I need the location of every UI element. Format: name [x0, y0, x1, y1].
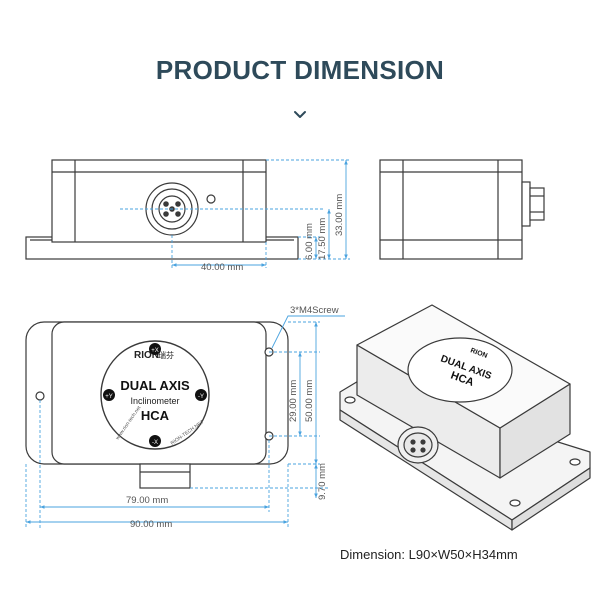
dim-screw: 3*M4Screw — [290, 305, 339, 316]
label-disc — [100, 340, 210, 450]
front-view — [25, 159, 299, 260]
label-brand: RION — [134, 350, 159, 361]
dim-front-h1: 6.00 mm — [304, 223, 315, 260]
dimension-caption: Dimension: L90×W50×H34mm — [340, 547, 518, 562]
dim-front-width: 40.00 mm — [201, 262, 243, 273]
dim-top-w2: 90.00 mm — [130, 519, 172, 530]
dim-top-h3: 9.70 mm — [317, 463, 328, 500]
label-model: HCA — [141, 408, 170, 423]
dim-top-h1: 29.00 mm — [288, 380, 299, 422]
label-plus-x: +X — [151, 348, 159, 354]
label-brand-cn: 瑞芬 — [158, 350, 174, 360]
chevron-down-icon[interactable] — [289, 108, 311, 122]
label-minus-x: -X — [152, 440, 158, 446]
label-plus-y: +Y — [105, 394, 113, 400]
page-title: PRODUCT DIMENSION — [155, 55, 445, 85]
side-view — [379, 159, 545, 260]
dim-front-h2: 17.50 mm — [317, 218, 328, 260]
top-connector — [139, 463, 191, 489]
label-subtitle: Inclinometer — [130, 396, 179, 406]
isometric-view — [339, 304, 591, 531]
label-product: DUAL AXIS — [120, 378, 190, 393]
top-view — [25, 321, 289, 489]
side-body — [379, 159, 523, 260]
side-connector-flange — [521, 181, 531, 227]
side-connector — [529, 187, 545, 221]
dim-front-h3: 33.00 mm — [334, 194, 345, 236]
dim-top-w1: 79.00 mm — [126, 495, 168, 506]
mount-hole-left — [35, 391, 45, 401]
front-vent-hole — [206, 194, 216, 204]
dim-top-h2: 50.00 mm — [304, 380, 315, 422]
label-minus-y: -Y — [198, 394, 204, 400]
